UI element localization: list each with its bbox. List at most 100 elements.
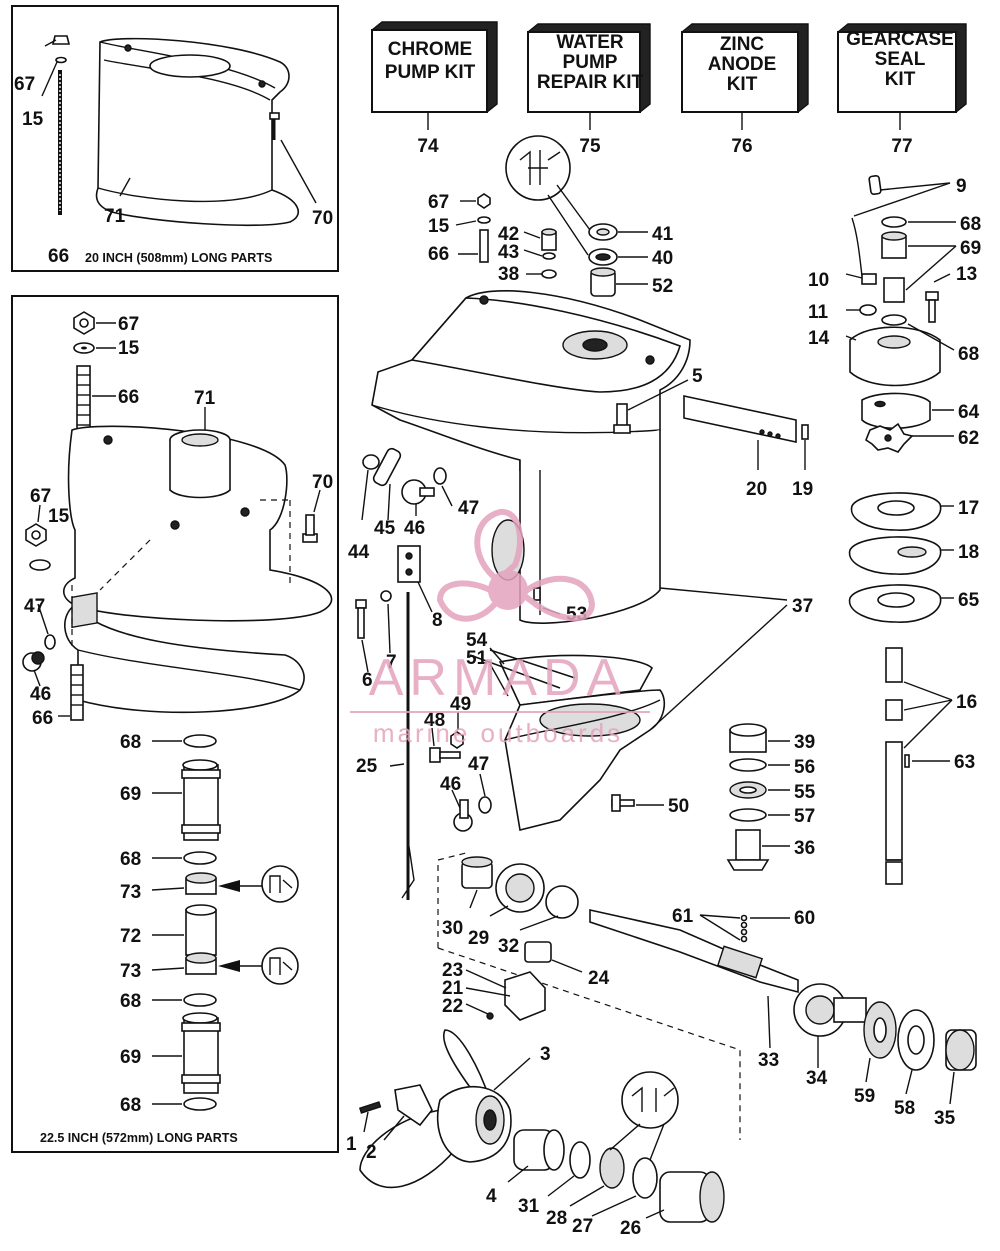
callout-68-c: 68 [120,991,141,1012]
callout-70-top: 70 [312,208,333,229]
callout-41: 41 [652,224,674,245]
callout-47-centre: 47 [458,498,479,519]
callout-61: 61 [672,906,694,927]
callout-44: 44 [348,542,370,563]
callout-22: 22 [442,996,463,1017]
panel-22-5-inch-caption: 22.5 INCH (572mm) LONG PARTS [40,1131,238,1145]
callout-69-b: 69 [120,1047,141,1068]
water-pump-assembly [848,174,942,885]
panel-20-inch-frame [11,5,339,272]
callout-54: 54 [466,630,488,651]
trim-tab-anode [683,395,809,443]
callout-68-d: 68 [120,1095,141,1116]
callout-45: 45 [374,518,396,539]
callout-16: 16 [956,692,977,713]
callout-31: 31 [518,1196,540,1217]
gearcase-housing [371,290,691,624]
callout-73-b: 73 [120,961,141,982]
callout-71-bottom: 71 [194,388,216,409]
callout-58: 58 [894,1098,915,1119]
svg-text:75: 75 [579,136,601,157]
pump-hardware-cluster [477,135,618,297]
callout-15-bottom-upper: 15 [118,338,140,359]
callout-13: 13 [956,264,977,285]
panel-20-inch-caption: 20 INCH (508mm) LONG PARTS [85,251,272,265]
callout-47-bottom: 47 [24,596,45,617]
callout-4: 4 [486,1186,497,1207]
callout-8: 8 [432,610,443,631]
watermark-tagline: marine outboards [373,718,623,748]
callout-6: 6 [362,670,373,691]
svg-text:KIT: KIT [727,74,758,95]
callout-50: 50 [668,796,689,817]
svg-text:77: 77 [891,136,912,157]
callout-24: 24 [588,968,610,989]
svg-text:76: 76 [731,136,752,157]
callout-66-centre: 66 [428,244,449,265]
callout-9: 9 [956,176,967,197]
kit-box-water-pump-repair: WATER PUMP REPAIR KIT 75 [527,23,651,157]
callout-18: 18 [958,542,979,563]
callout-67-bottom: 67 [30,486,51,507]
callout-1: 1 [346,1134,357,1155]
callout-69-a: 69 [120,784,141,805]
callout-56: 56 [794,757,815,778]
gear-and-shaft-assembly [461,856,977,1071]
propeller-logo-icon [436,509,596,622]
callout-23: 23 [442,960,463,981]
svg-text:SEAL: SEAL [875,49,926,70]
callout-36: 36 [794,838,815,859]
kit-box-chrome-pump: CHROME PUMP KIT 74 [371,21,498,157]
callout-46-lower: 46 [440,774,461,795]
callout-2: 2 [366,1142,377,1163]
callout-69-pump: 69 [960,238,981,259]
callout-66-top: 66 [48,246,69,267]
callout-67-bottom-upper: 67 [118,314,139,335]
svg-text:ZINC: ZINC [720,34,765,55]
water-tube-stack [181,734,299,1111]
panel-22-5-inch-frame [11,295,339,1153]
callout-68-a: 68 [120,732,141,753]
callout-67-centre: 67 [428,192,449,213]
kit-box-zinc-anode: ZINC ANODE KIT 76 [681,23,809,157]
svg-text:GEARCASE: GEARCASE [846,29,954,50]
callout-70-bottom: 70 [312,472,333,493]
svg-text:WATER: WATER [556,32,623,53]
watermark-brand: ARMADA [369,649,627,707]
callout-71-top: 71 [104,206,126,227]
callout-15-centre: 15 [428,216,450,237]
svg-text:PUMP: PUMP [563,52,618,73]
callout-63: 63 [954,752,975,773]
callout-17: 17 [958,498,979,519]
callout-49: 49 [450,694,471,715]
armada-watermark: ARMADA marine outboards [350,509,650,748]
pinion-bearing-stack [726,723,770,871]
callout-55: 55 [794,782,816,803]
callout-25: 25 [356,756,378,777]
callout-40: 40 [652,248,673,269]
callout-46-centre: 46 [404,518,425,539]
callout-39: 39 [794,732,815,753]
callout-43: 43 [498,242,519,263]
callout-33: 33 [758,1050,779,1071]
callout-68-b: 68 [120,849,141,870]
callout-52: 52 [652,276,673,297]
kit-box-gearcase-seal: GEARCASE SEAL KIT 77 [837,23,967,157]
exhaust-housing-20-inch [51,35,300,227]
callout-51: 51 [466,648,488,669]
callout-15-bottom: 15 [48,506,70,527]
callout-46-bottom: 46 [30,684,51,705]
callout-26: 26 [620,1218,641,1239]
callout-32: 32 [498,936,519,957]
svg-text:ANODE: ANODE [708,54,777,75]
svg-text:KIT: KIT [885,69,916,90]
callout-30: 30 [442,918,463,939]
callout-38: 38 [498,264,519,285]
callout-62: 62 [958,428,979,449]
propeller-assembly [358,1029,725,1223]
callout-68-pump-top: 68 [960,214,981,235]
callout-59: 59 [854,1086,875,1107]
callout-34: 34 [806,1068,828,1089]
callout-21: 21 [442,978,464,999]
